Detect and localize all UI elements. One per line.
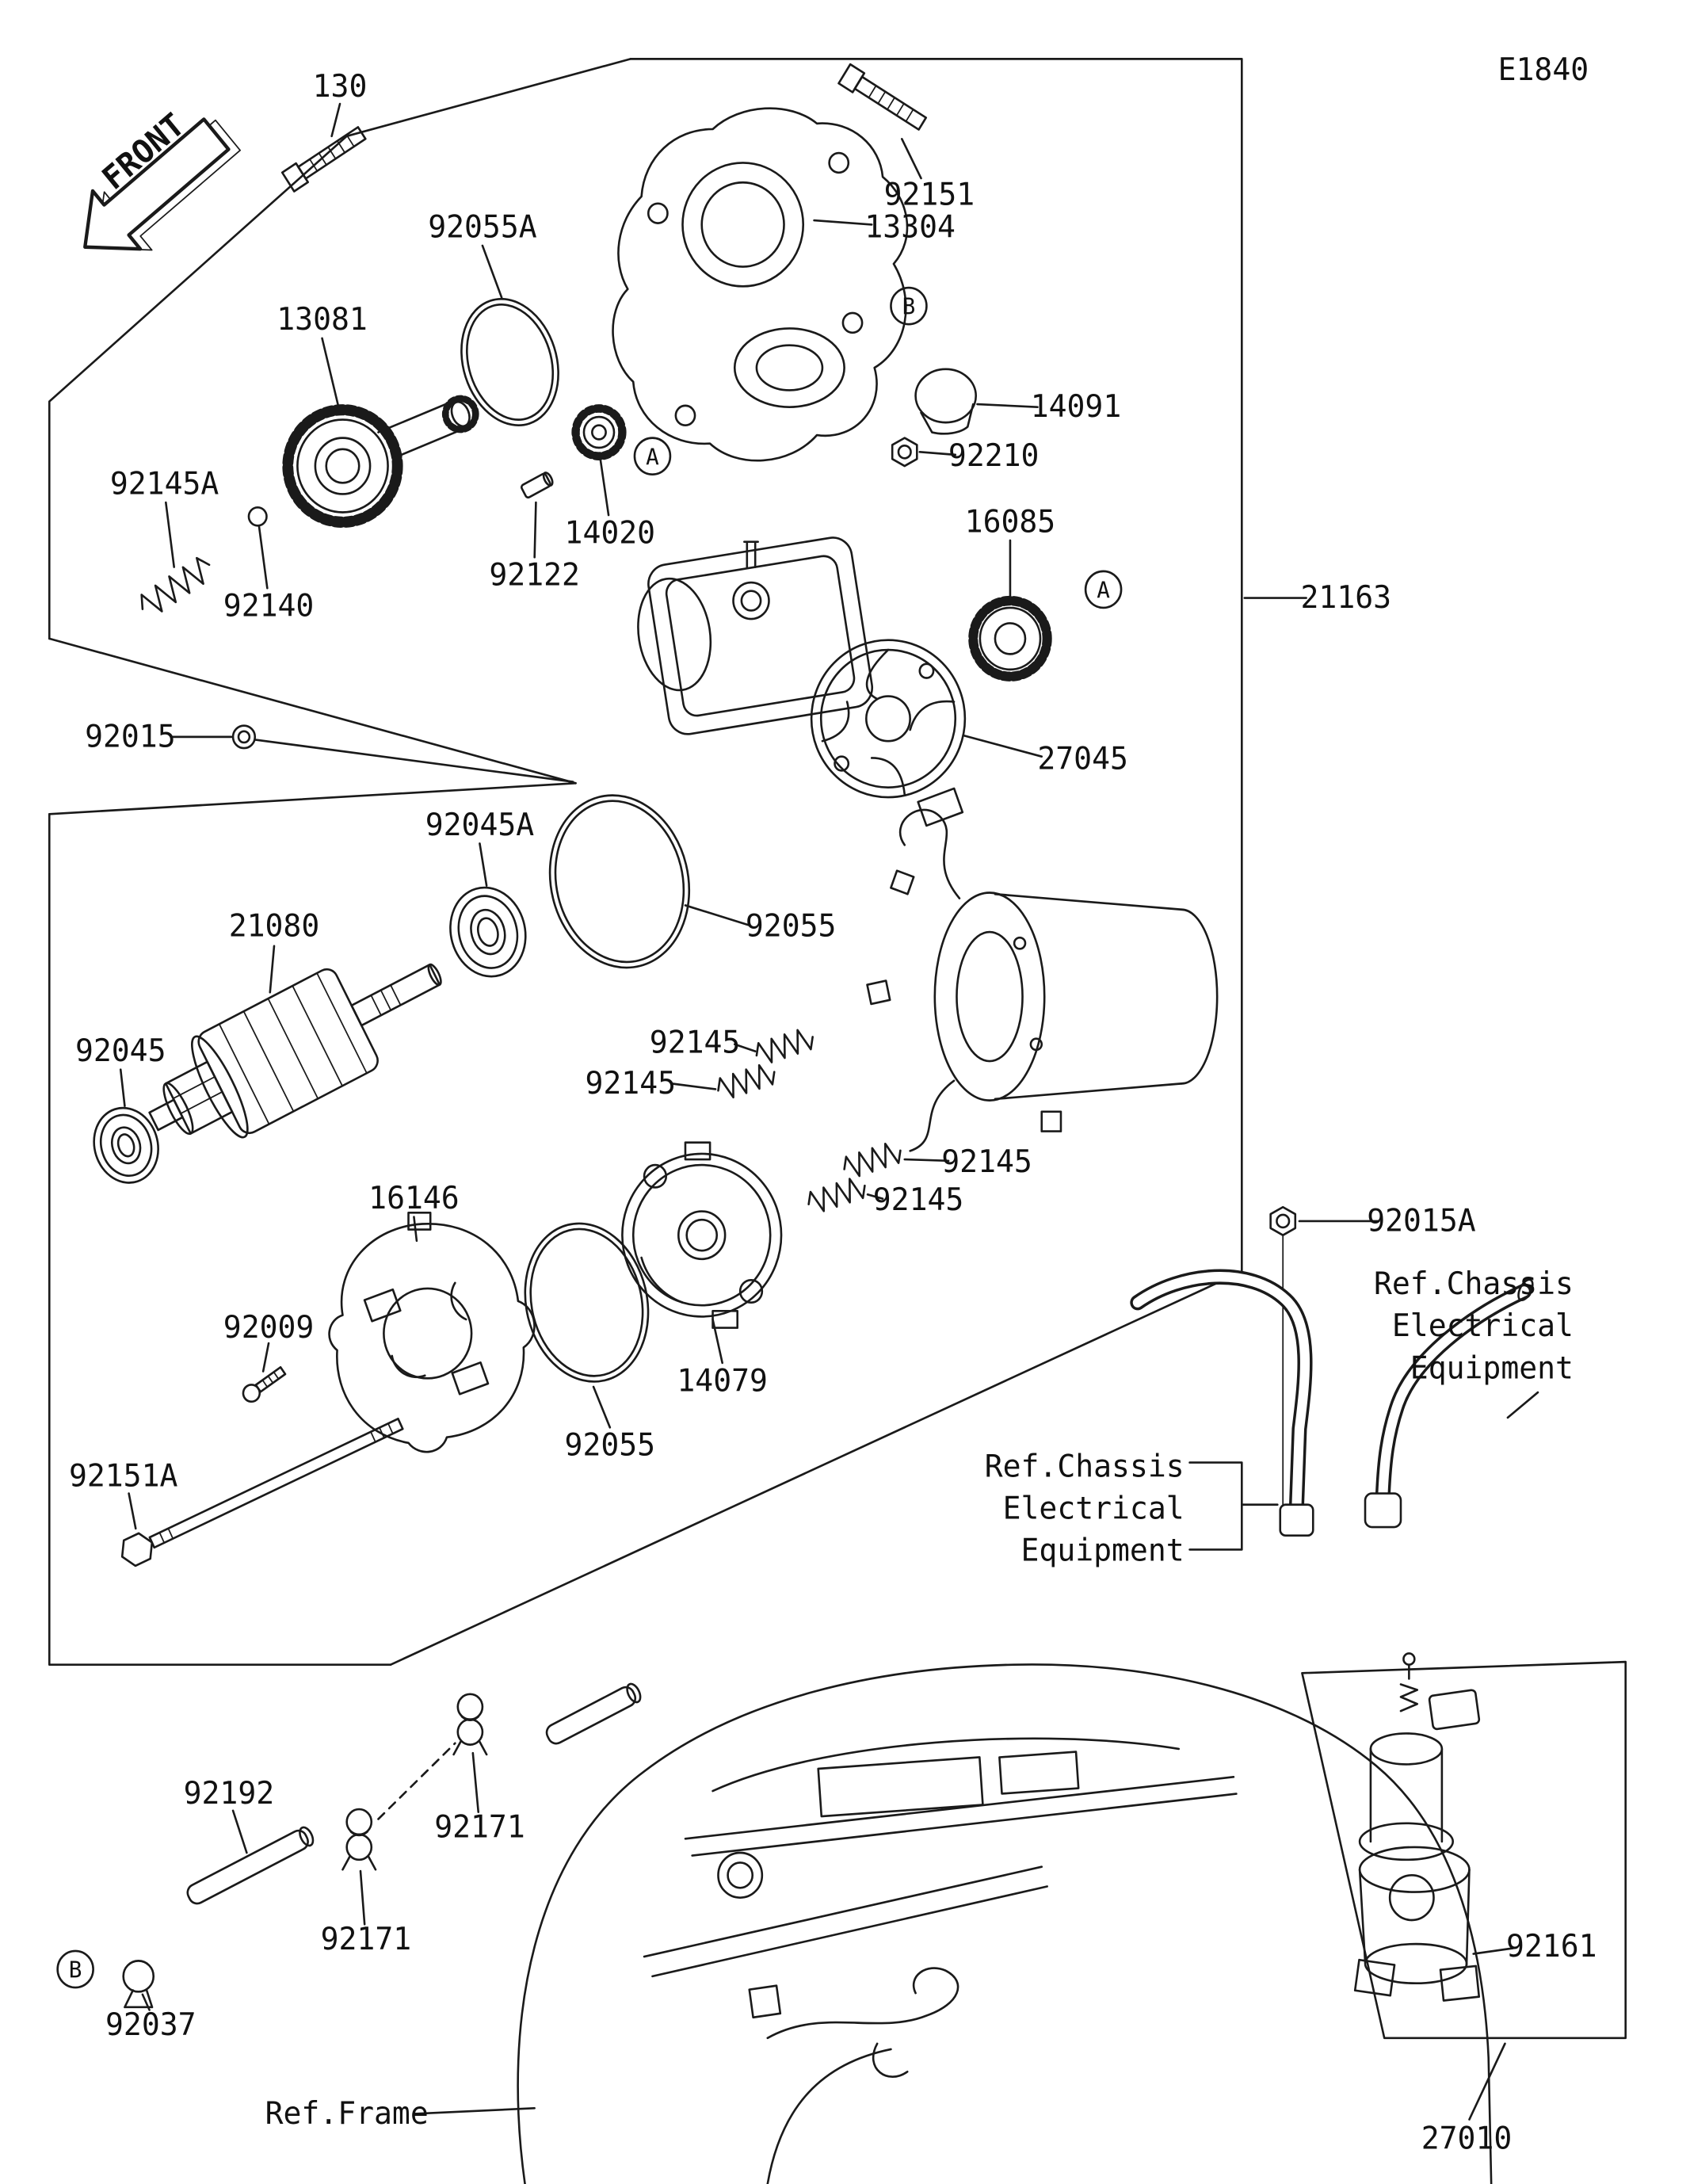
part-label-92145-1: 92145 <box>650 1025 741 1061</box>
leader-lines <box>119 102 1539 2121</box>
ball-92140-drawing <box>247 506 268 527</box>
bearing-92045a-drawing <box>449 886 527 978</box>
part-label-13081: 13081 <box>277 302 368 338</box>
part-label-92055a: 92055A <box>428 209 536 246</box>
screw-92009-drawing <box>242 1365 287 1403</box>
part-label-27010: 27010 <box>1421 2121 1513 2157</box>
spring-92145a-drawing <box>140 556 211 613</box>
cover-27045-drawing <box>810 639 967 799</box>
spring-92145-1-drawing <box>755 1029 814 1063</box>
part-label-21080: 21080 <box>229 908 320 945</box>
page-code-label: E1840 <box>1498 52 1589 89</box>
part-label-92145-2: 92145 <box>586 1065 677 1102</box>
brush-holder-16146-drawing <box>328 1211 536 1453</box>
ref-chassis-right-line2: Electrical <box>1392 1308 1574 1345</box>
oring-92055a-drawing <box>460 297 559 426</box>
clamp-92037-drawing <box>122 1960 155 2009</box>
part-label-92192: 92192 <box>184 1776 275 1812</box>
part-label-92045: 92045 <box>75 1033 166 1070</box>
part-label-92037: 92037 <box>105 2007 196 2044</box>
part-label-92140: 92140 <box>223 588 315 624</box>
ref-frame-label: Ref.Frame <box>265 2095 429 2132</box>
callout-a-circle-2 <box>1084 570 1123 609</box>
part-label-92171-upper: 92171 <box>434 1809 525 1846</box>
part-label-92045a: 92045A <box>425 807 534 843</box>
part-label-92145-4: 92145 <box>873 1182 964 1218</box>
part-label-21163: 21163 <box>1301 580 1392 617</box>
nut-92015a-drawing <box>1269 1205 1297 1506</box>
solenoid-boundary-box <box>1301 1660 1627 2040</box>
callout-a-circle-1 <box>633 437 672 475</box>
cap-14091-drawing <box>914 368 978 435</box>
front-arrow <box>83 117 241 251</box>
end-cover-14079-drawing <box>621 1141 783 1329</box>
yoke-assembly-drawing <box>866 787 1219 1152</box>
part-label-92015: 92015 <box>85 719 176 755</box>
oring-92055-lower-drawing <box>524 1222 650 1383</box>
battery-cables-drawing <box>1130 1269 1534 1537</box>
part-label-92015a: 92015A <box>1367 1203 1475 1239</box>
callout-b-circle-1 <box>890 286 928 326</box>
washer-92015-drawing <box>231 724 257 750</box>
part-label-92171-lower: 92171 <box>321 1922 412 1958</box>
part-label-92151: 92151 <box>884 177 975 213</box>
ref-chassis-right-line3: Equipment <box>1410 1350 1574 1387</box>
part-label-14091: 14091 <box>1031 389 1122 426</box>
part-label-92161: 92161 <box>1506 1929 1597 1965</box>
bearing-92045-drawing <box>93 1106 159 1184</box>
nut-92210-drawing <box>891 437 918 468</box>
part-label-16146: 16146 <box>368 1181 460 1217</box>
part-label-92151a: 92151A <box>69 1458 177 1495</box>
ref-chassis-left-line3: Equipment <box>1021 1533 1185 1569</box>
spring-92145-3-drawing <box>843 1143 902 1178</box>
callout-b-circle-2 <box>56 1949 94 1989</box>
bolt-92151-drawing <box>837 63 928 131</box>
callout-b-letter-1: B <box>902 293 916 319</box>
part-label-92122: 92122 <box>489 557 580 594</box>
callout-a-letter-2: A <box>1097 577 1110 603</box>
ref-chassis-right-line1: Ref.Chassis <box>1374 1266 1574 1303</box>
spring-92145-4-drawing <box>807 1178 866 1212</box>
callout-b-letter-2: B <box>69 1957 82 1983</box>
clamp-92171-lower-drawing <box>341 1808 377 1871</box>
chassis-ref-bracket <box>1188 1461 1279 1551</box>
armature-21080-drawing <box>148 963 442 1139</box>
tube-92192-drawing <box>186 1826 315 1905</box>
part-label-92055-lower: 92055 <box>565 1427 656 1464</box>
bolt-92151a-drawing <box>120 1417 404 1567</box>
solenoid-27010-drawing <box>1353 1652 1481 2002</box>
roller-92122-drawing <box>520 472 554 499</box>
part-label-92210: 92210 <box>948 438 1040 475</box>
diagram-line-art <box>48 58 1627 2184</box>
magnet-switch-drawing <box>637 536 874 735</box>
part-label-14020: 14020 <box>565 515 656 552</box>
part-label-92055-upper: 92055 <box>746 908 837 945</box>
part-label-92009: 92009 <box>223 1310 315 1346</box>
idle-gear-16085-drawing <box>968 595 1052 682</box>
part-label-16085: 16085 <box>965 504 1056 540</box>
diagram-labels: E1840 FRONT 130 92151 13304 92055A 13081… <box>69 52 1597 2157</box>
part-label-14079: 14079 <box>677 1363 768 1399</box>
ref-chassis-left-line2: Electrical <box>1003 1491 1185 1527</box>
part-label-13304: 13304 <box>864 209 956 246</box>
frame-drawing <box>517 1663 1493 2184</box>
assembly-boundary-boxes <box>48 58 1243 1666</box>
part-label-130: 130 <box>313 69 368 105</box>
ref-chassis-left-line1: Ref.Chassis <box>985 1449 1185 1485</box>
clamp-92171-upper-drawing <box>452 1693 488 1756</box>
part-label-92145-3: 92145 <box>941 1144 1032 1181</box>
bolt-130-drawing <box>280 126 367 193</box>
clamp-link-dashed-line <box>377 1742 456 1820</box>
part-label-27045: 27045 <box>1037 741 1128 777</box>
pinion-13081-drawing <box>282 395 479 528</box>
spring-92145-2-drawing <box>717 1063 776 1099</box>
part-label-92145a: 92145A <box>110 466 219 502</box>
stopper-14020-drawing <box>571 404 627 460</box>
oring-92055-upper-drawing <box>548 794 691 969</box>
tube-upper-drawing <box>545 1682 642 1745</box>
callout-a-letter-1: A <box>646 444 659 470</box>
bracket-13304-drawing <box>612 107 909 462</box>
